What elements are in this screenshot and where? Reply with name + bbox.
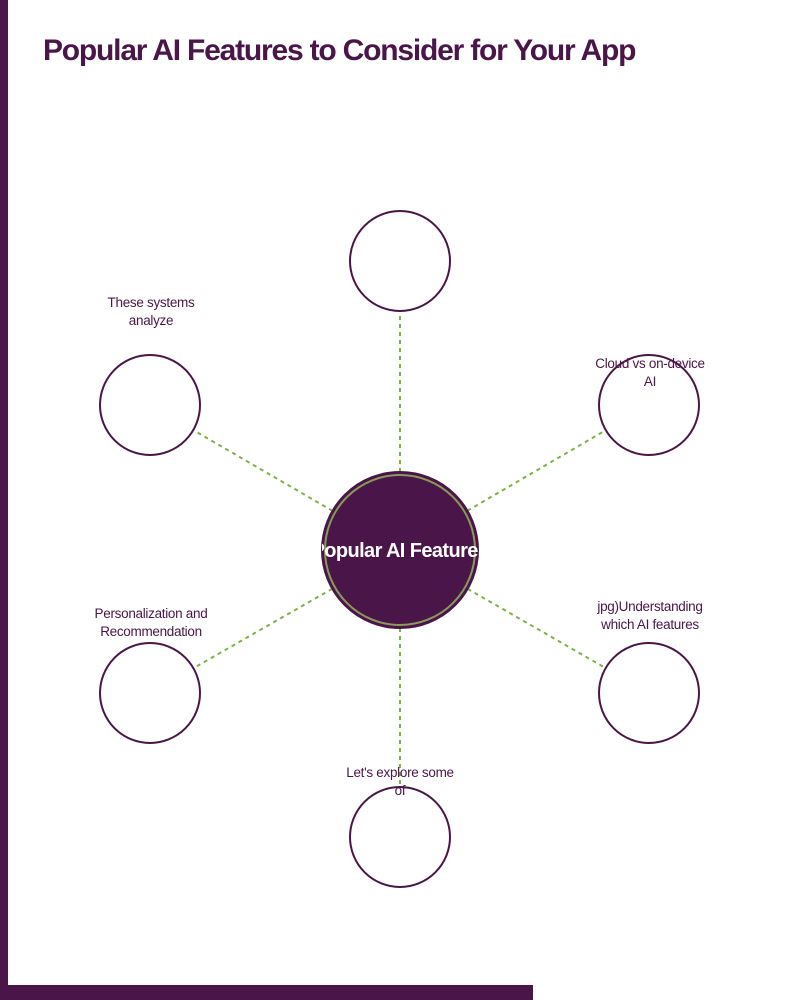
node-label-lower-left: Personalization and Recommendation: [94, 606, 208, 639]
node-circle-lower-left: [99, 642, 201, 744]
connector-lower-left: [192, 587, 333, 670]
connector-upper-right: [466, 429, 607, 512]
connector-lines: [192, 311, 607, 787]
center-hub-label: Popular AI Features: [322, 540, 478, 562]
page-title: Popular AI Features to Consider for Your…: [43, 34, 636, 67]
node-label-upper-right: Cloud vs on-device AI: [595, 356, 705, 389]
center-hub-ring: [324, 474, 476, 626]
node-label-bottom: Let's explore some of: [346, 765, 454, 798]
satellite-nodes: [99, 210, 700, 888]
left-accent-bar: [0, 0, 8, 1000]
node-label-upper-left: These systems analyze: [107, 295, 195, 328]
center-hub: [321, 471, 479, 629]
connector-upper-left: [192, 429, 334, 512]
node-circle-bottom: [349, 786, 451, 888]
node-label-lower-right: jpg)Understanding which AI features: [597, 599, 703, 632]
node-circle-upper-right: [598, 354, 700, 456]
node-circle-top: [349, 210, 451, 312]
node-circle-upper-left: [99, 354, 201, 456]
center-hub-circle: [321, 471, 479, 629]
bottom-accent-bar: [0, 985, 533, 1000]
node-circle-lower-right: [598, 642, 700, 744]
connector-lower-right: [467, 587, 607, 669]
